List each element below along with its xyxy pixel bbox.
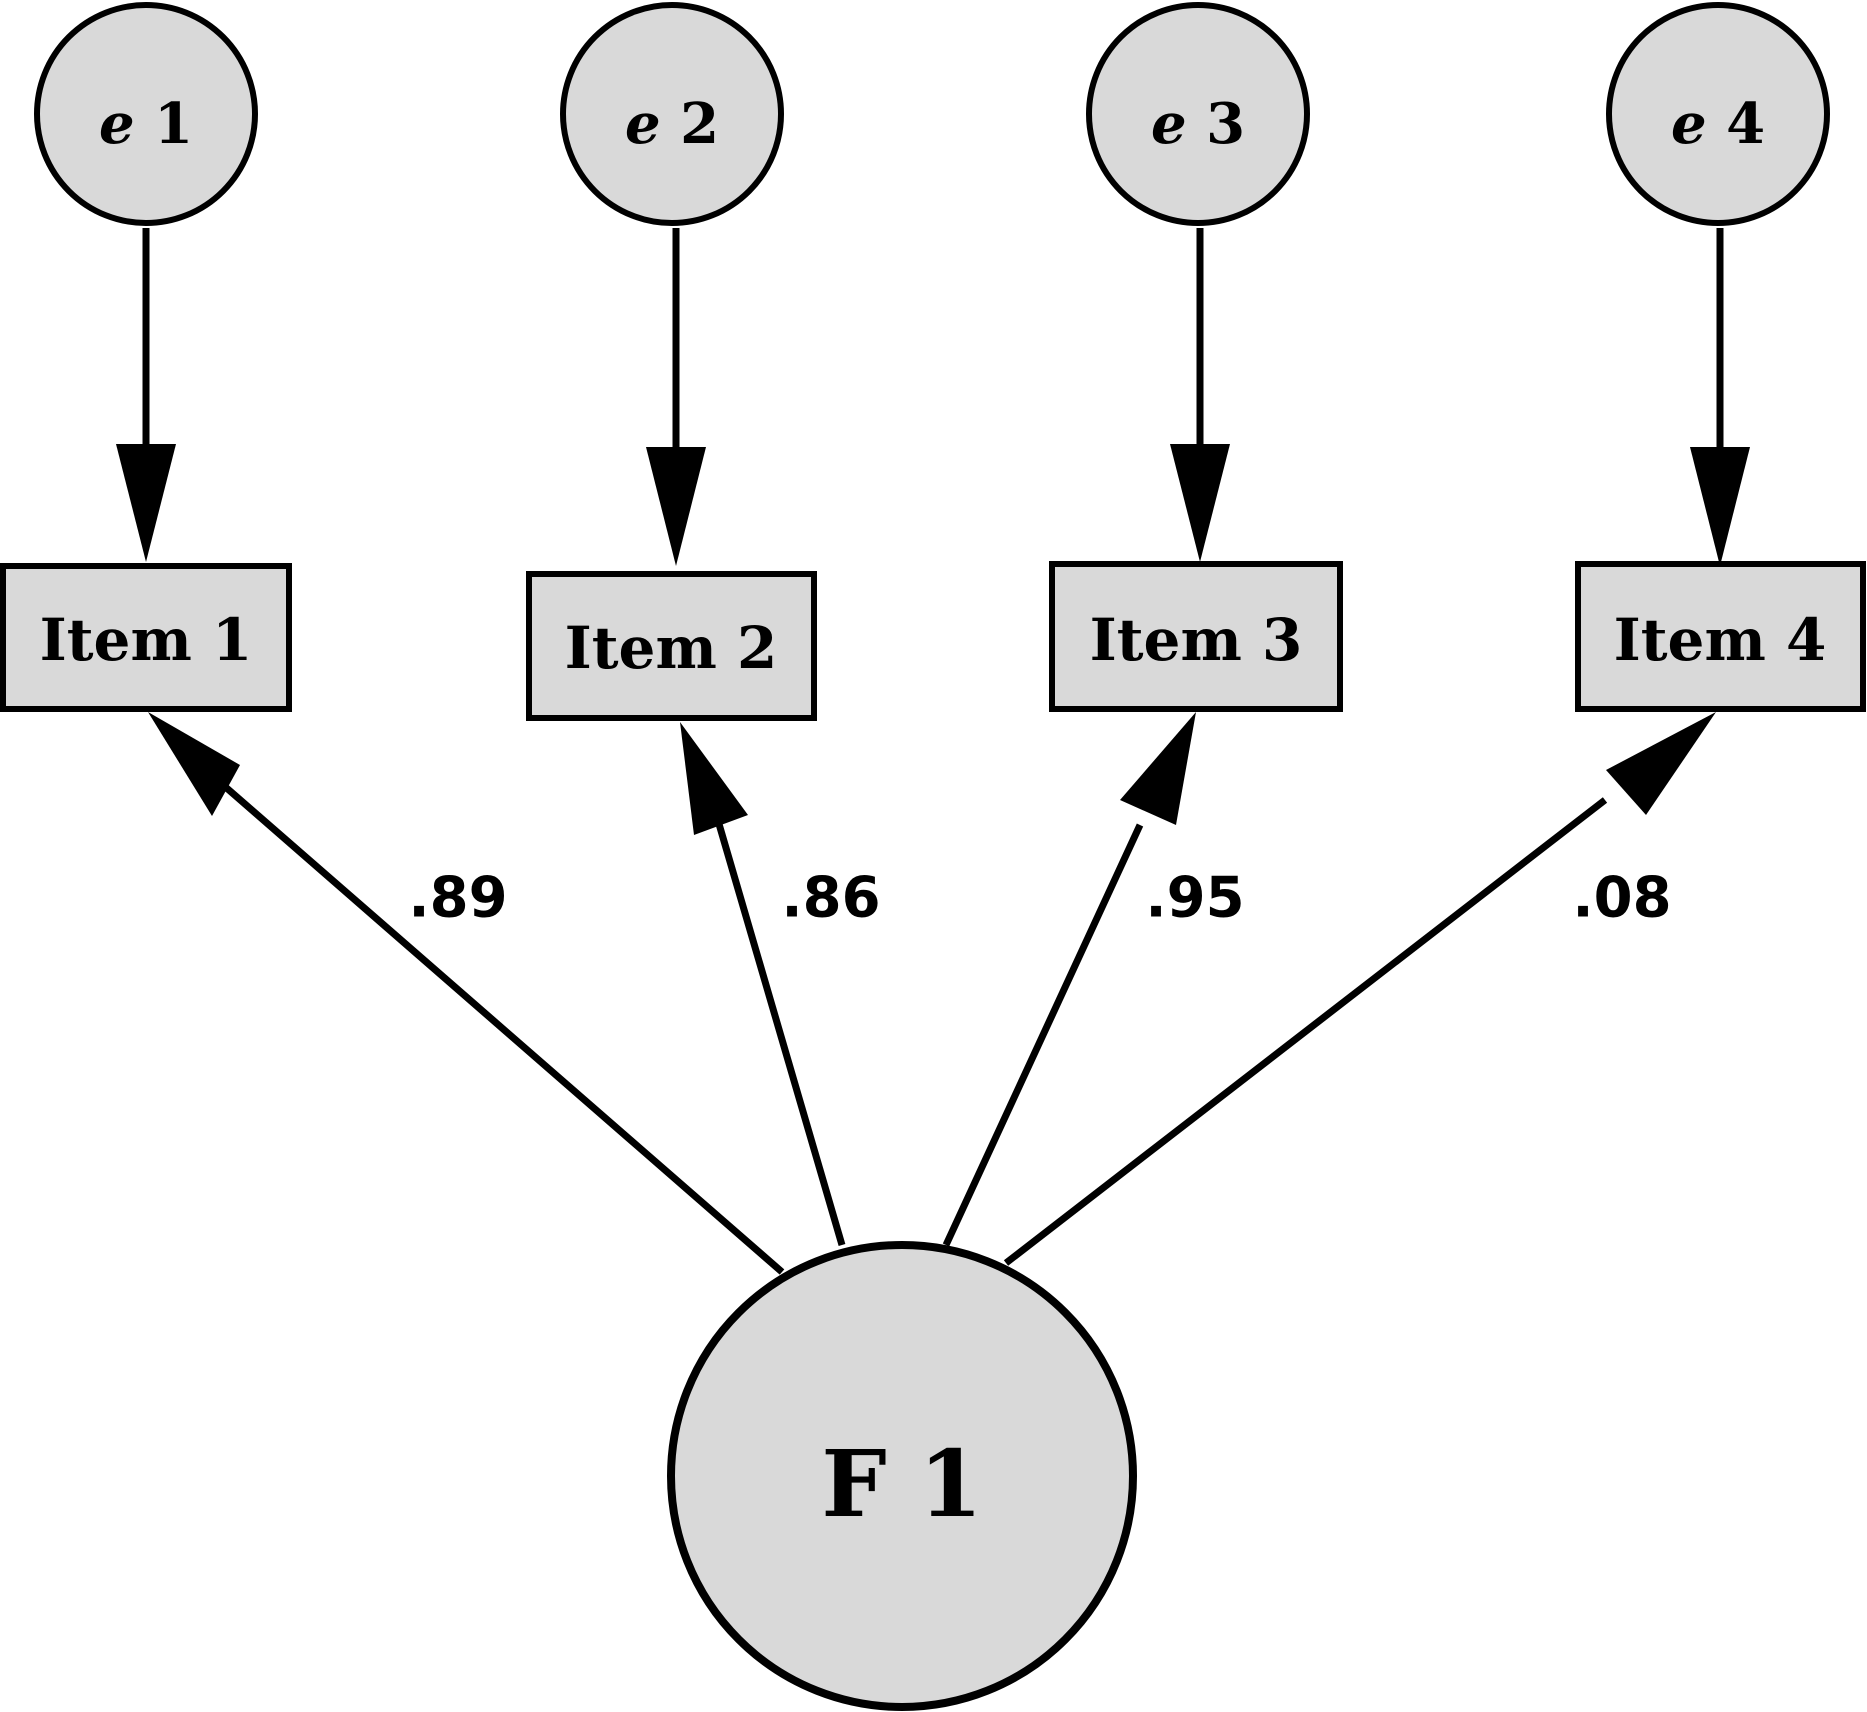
loading-label-item2: .86 <box>781 866 880 931</box>
error-arrows <box>116 228 1750 566</box>
loading-label-item3: .95 <box>1145 866 1244 931</box>
arrowhead-f1-item1 <box>148 712 240 816</box>
error-label-number: 3 <box>1206 91 1245 157</box>
loading-labels: .89 .86 .95 .08 <box>408 866 1671 931</box>
factor-label: F 1 <box>821 1430 982 1538</box>
svg-text:e 3: e 3 <box>1151 91 1245 157</box>
item-box-1: Item 1 <box>0 563 292 712</box>
error-node-e4: e 4 <box>1606 2 1830 226</box>
error-label-number: 2 <box>680 91 719 157</box>
item-label: Item 3 <box>1090 606 1303 674</box>
arrowhead-f1-item3 <box>1120 712 1196 825</box>
loading-arrows <box>148 712 1716 1275</box>
svg-text:e 2: e 2 <box>625 91 719 157</box>
error-label-number: 4 <box>1726 91 1765 157</box>
arrowhead-e1-item1 <box>116 444 176 562</box>
arrowhead-e2-item2 <box>646 447 706 566</box>
error-label-prefix: e <box>625 91 661 157</box>
item-label: Item 1 <box>40 606 253 674</box>
arrow-f1-item3 <box>942 823 1144 1247</box>
item-label: Item 2 <box>565 614 778 682</box>
arrowhead-f1-item2 <box>680 722 748 835</box>
error-node-e2: e 2 <box>560 2 784 226</box>
loading-label-item4: .08 <box>1572 866 1671 931</box>
arrowhead-e3-item3 <box>1170 444 1230 562</box>
arrowhead-e4-item4 <box>1690 447 1750 566</box>
svg-text:e 4: e 4 <box>1671 91 1765 157</box>
loading-label-item1: .89 <box>408 866 507 931</box>
factor-node-f1: F 1 <box>667 1241 1137 1711</box>
error-label-prefix: e <box>99 91 135 157</box>
item-box-3: Item 3 <box>1049 561 1343 712</box>
error-node-e1: e 1 <box>34 2 258 226</box>
svg-text:e 1: e 1 <box>99 91 193 157</box>
arrow-f1-item2 <box>708 799 846 1246</box>
item-label: Item 4 <box>1614 606 1827 674</box>
error-label-prefix: e <box>1671 91 1707 157</box>
arrow-f1-item4 <box>1003 797 1608 1266</box>
item-box-4: Item 4 <box>1575 561 1866 712</box>
error-label-number: 1 <box>154 91 193 157</box>
item-box-2: Item 2 <box>526 571 817 721</box>
arrow-f1-item1 <box>219 781 785 1275</box>
error-label-prefix: e <box>1151 91 1187 157</box>
error-node-e3: e 3 <box>1086 2 1310 226</box>
arrowhead-f1-item4 <box>1606 712 1716 815</box>
